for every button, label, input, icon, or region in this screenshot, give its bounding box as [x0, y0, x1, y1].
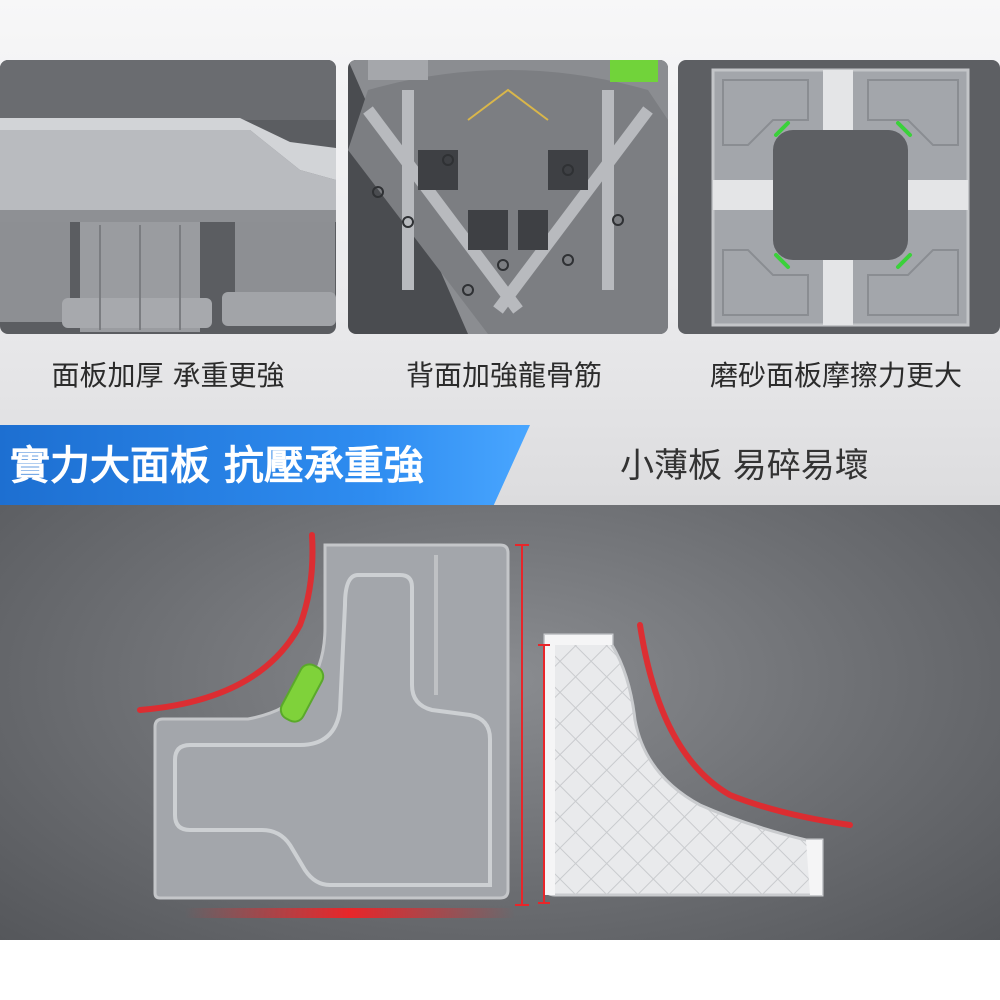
banner-right-title: 小薄板 易碎易壞	[620, 446, 869, 486]
caption-frosted: 磨砂面板摩擦力更大	[709, 359, 962, 392]
red-highlight-edges	[137, 532, 853, 918]
comparison-photo	[0, 505, 1000, 940]
caption-thick-panel: 面板加厚 承重更強	[51, 359, 285, 392]
back-ribs-photo	[348, 60, 668, 334]
thick-panel-photo	[0, 60, 336, 334]
frosted-frame-photo	[678, 60, 1000, 334]
bottom-white-space	[0, 940, 1000, 1000]
caption-ribs: 背面加強龍骨筋	[405, 359, 602, 392]
banner-left-title: 實力大面板 抗壓承重強	[10, 443, 424, 489]
large-panel	[153, 543, 510, 900]
banner-left-background	[0, 425, 530, 507]
small-thin-panel	[543, 633, 824, 897]
level-bubble-icon	[279, 663, 325, 723]
thickness-markers	[515, 544, 550, 906]
